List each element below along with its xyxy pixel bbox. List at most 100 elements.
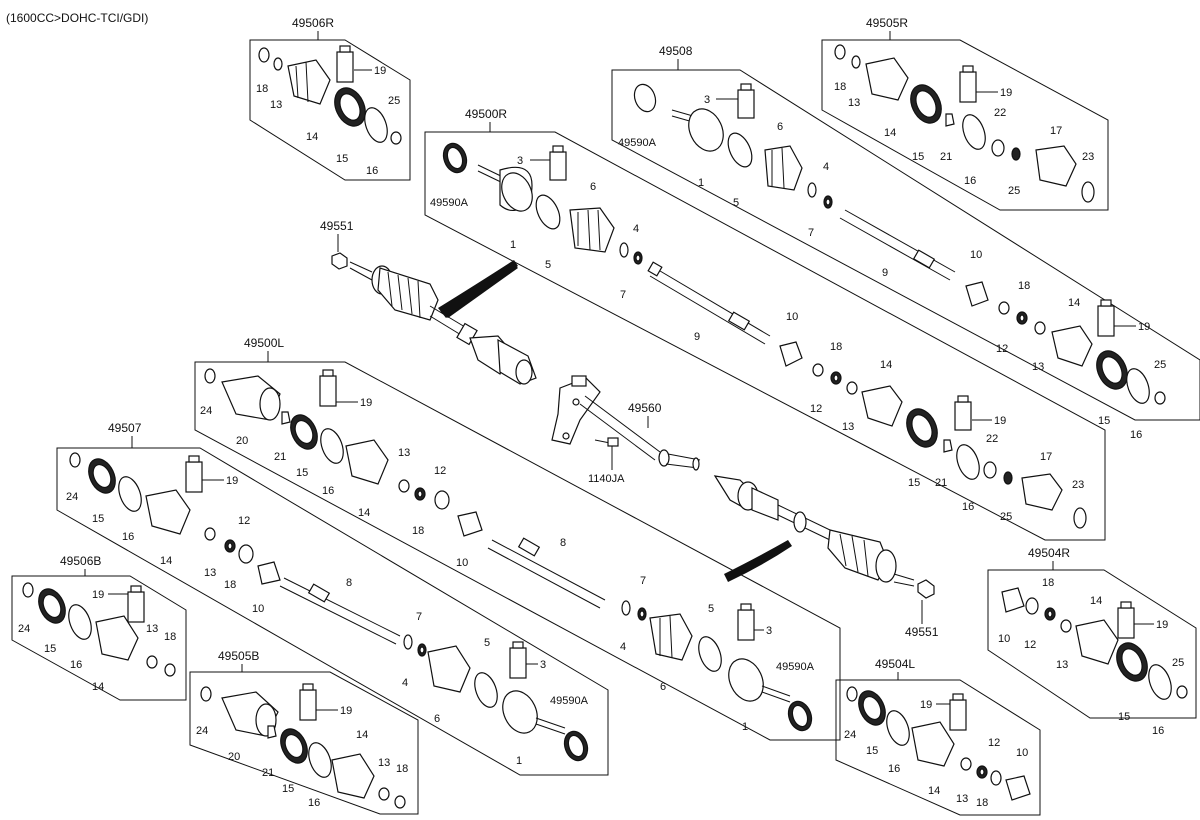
intermediate-bearing-bracket [551, 377, 601, 445]
callout-19: 19 [1000, 87, 1012, 99]
right-outer-boot [827, 529, 889, 581]
callout-6: 6 [660, 681, 666, 693]
box-49507 [56, 447, 609, 776]
callout-18: 18 [164, 631, 176, 643]
group-label-49504l: 49504L [875, 657, 915, 671]
callout-15: 15 [1118, 711, 1130, 723]
callout-23: 23 [1072, 479, 1084, 491]
callout-12: 12 [988, 737, 1000, 749]
callout-7: 7 [640, 575, 646, 587]
parts-49508 [633, 83, 1166, 405]
callout-14: 14 [92, 681, 104, 693]
group-label-49508: 49508 [659, 44, 693, 58]
callout-12: 12 [1024, 639, 1036, 651]
outer-boot [377, 267, 439, 321]
callout-18: 18 [830, 341, 842, 353]
callout-4: 4 [402, 677, 408, 689]
callout-6: 6 [590, 181, 596, 193]
box-49508 [611, 69, 1200, 421]
group-label-49504r: 49504R [1028, 546, 1070, 560]
callout-13: 13 [956, 793, 968, 805]
callout-25: 25 [1000, 511, 1012, 523]
callout-25: 25 [1154, 359, 1166, 371]
callout-1140ja: 1140JA [588, 473, 625, 485]
callout-6: 6 [777, 121, 783, 133]
callout-19: 19 [92, 589, 104, 601]
callout-49590a: 49590A [430, 197, 469, 209]
callout-18: 18 [396, 763, 408, 775]
callout-17: 21 [940, 151, 952, 163]
box-49500l [194, 361, 841, 741]
callout-25: 25 [1008, 185, 1020, 197]
callout-19: 19 [920, 699, 932, 711]
callout-9: 9 [694, 331, 700, 343]
callout-21: 17 [1050, 125, 1062, 137]
callout-10: 10 [1016, 747, 1028, 759]
callout-15: 15 [92, 513, 104, 525]
callout-18: 18 [224, 579, 236, 591]
callout-19: 19 [226, 475, 238, 487]
group-label-49507: 49507 [108, 421, 142, 435]
callout-18: 18 [834, 81, 846, 93]
callout-8: 8 [346, 577, 352, 589]
parts-49506b [22, 582, 176, 677]
callout-3: 3 [540, 659, 546, 671]
callout-16: 16 [1130, 429, 1142, 441]
callout-20: 20 [228, 751, 240, 763]
callout-19: 19 [340, 705, 352, 717]
callout-5: 5 [484, 637, 490, 649]
group-boxes [11, 39, 1200, 816]
parts-49504l [846, 686, 1031, 801]
pointer-wedge-bottom [724, 540, 792, 582]
parts-49505r [834, 44, 1095, 203]
callout-24: 24 [66, 491, 78, 503]
callout-22: 22 [994, 107, 1006, 119]
callout-14: 14 [1090, 595, 1102, 607]
callout-17: 21 [262, 767, 274, 779]
callout-7: 7 [620, 289, 626, 301]
callout-14: 14 [358, 507, 370, 519]
callout-17: 21 [274, 451, 286, 463]
callout-5: 5 [708, 603, 714, 615]
part-callouts: 18 13 19 14 25 15 16 3 49590A 6 1 5 4 7 … [18, 65, 1184, 809]
callout-1: 1 [698, 177, 704, 189]
callout-22: 22 [986, 433, 998, 445]
callout-1: 1 [516, 755, 522, 767]
group-label-49560: 49560 [628, 401, 662, 415]
callout-7: 7 [416, 611, 422, 623]
callout-12: 12 [996, 343, 1008, 355]
callout-16: 16 [322, 485, 334, 497]
group-label-49506b: 49506B [60, 554, 101, 568]
engine-spec-header: (1600CC>DOHC-TCI/GDI) [6, 11, 148, 25]
callout-16: 16 [1152, 725, 1164, 737]
callout-15: 15 [908, 477, 920, 489]
callout-4: 4 [620, 641, 626, 653]
callout-14: 14 [884, 127, 896, 139]
callout-13: 13 [270, 99, 282, 111]
callout-14: 14 [356, 729, 368, 741]
callout-13: 13 [1032, 361, 1044, 373]
callout-16: 16 [964, 175, 976, 187]
callout-18: 18 [976, 797, 988, 809]
callout-25: 25 [1172, 657, 1184, 669]
callout-19: 19 [994, 415, 1006, 427]
callout-49590a: 49590A [550, 695, 589, 707]
parts-49507 [69, 452, 589, 762]
callout-15: 15 [296, 467, 308, 479]
callout-13: 13 [842, 421, 854, 433]
callout-23: 23 [1082, 151, 1094, 163]
group-labels: 49506R 49508 49505R 49500R 49551 49500L … [60, 16, 1070, 680]
callout-18: 18 [412, 525, 424, 537]
parts-49505b [200, 683, 406, 809]
group-label-49505r: 49505R [866, 16, 908, 30]
callout-12: 12 [238, 515, 250, 527]
callout-24: 24 [18, 623, 30, 635]
callout-6: 6 [434, 713, 440, 725]
callout-16: 16 [308, 797, 320, 809]
callout-24: 24 [200, 405, 212, 417]
callout-19: 19 [374, 65, 386, 77]
callout-4: 4 [633, 223, 639, 235]
callout-3: 3 [704, 94, 710, 106]
callout-12: 12 [810, 403, 822, 415]
